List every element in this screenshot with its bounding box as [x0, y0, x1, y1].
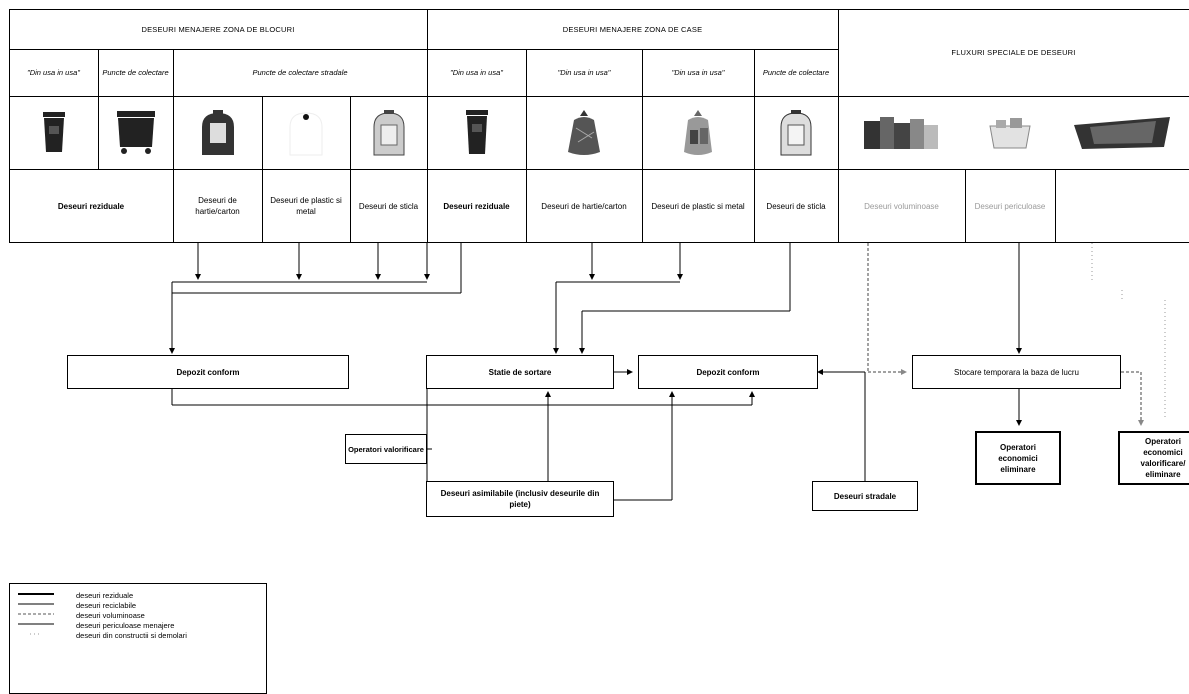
label-residual-houses: Deseuri reziduale — [443, 201, 510, 211]
elimination-operator-box: Operatori economici eliminare — [975, 431, 1061, 485]
wheelie-bin-icon — [427, 96, 526, 169]
valorification-elimination-operator-box: Operatori economici valorificare/ elimin… — [1118, 431, 1189, 485]
bag-icon — [526, 96, 642, 169]
legend-label: deseuri reziduale — [76, 590, 134, 600]
legend-item: deseuri voluminoase — [20, 610, 145, 620]
igloo-bin-icon — [173, 96, 262, 169]
bulky-waste-icon — [838, 96, 965, 169]
legend-item: deseuri periculoase menajere — [20, 620, 174, 630]
igloo-bin-icon — [350, 96, 427, 169]
label-plastic-metal-houses: Deseuri de plastic si metal — [651, 201, 745, 211]
label-plastic-metal-blocks: Deseuri de plastic si metal — [270, 196, 342, 216]
sorting-station-box: Statie de sortare — [426, 355, 614, 389]
group-header-blocks: DESEURI MENAJERE ZONA DE BLOCURI — [141, 24, 295, 34]
wheelie-bin-icon — [9, 96, 98, 169]
landfill-left-box: Depozit conform — [67, 355, 349, 389]
subheader-collection-points-blocks: Puncte de colectare — [102, 68, 169, 77]
label-glass-houses: Deseuri de sticla — [766, 201, 826, 211]
subheader-door-to-door-blocks: "Din usa in usa" — [27, 68, 80, 77]
legend-label: deseuri periculoase menajere — [76, 620, 175, 630]
legend: deseuri reziduale deseuri reciclabile de… — [9, 583, 267, 694]
legend-label: deseuri reciclabile — [76, 600, 137, 610]
subheader-door-to-door-houses-1: "Din usa in usa" — [450, 68, 503, 77]
legend-label: deseuri din constructii si demolari — [76, 630, 187, 640]
temporary-storage-box: Stocare temporara la baza de lucru — [912, 355, 1121, 389]
assimilable-waste-box: Deseuri asimilabile (inclusiv deseurile … — [426, 481, 614, 517]
skip-container-icon — [1055, 96, 1189, 169]
label-paper-houses: Deseuri de hartie/carton — [541, 201, 627, 211]
label-hazardous-waste: Deseuri periculoase — [974, 201, 1046, 211]
label-bulky-waste: Deseuri voluminoase — [864, 201, 939, 211]
container-bin-icon — [98, 96, 173, 169]
hazardous-waste-icon — [965, 96, 1055, 169]
legend-label: deseuri voluminoase — [76, 610, 145, 620]
legend-item: deseuri reciclabile — [20, 600, 136, 610]
legend-item: deseuri reziduale — [20, 590, 133, 600]
valorification-operator-box: Operatori valorificare — [345, 434, 427, 464]
landfill-right-box: Depozit conform — [638, 355, 818, 389]
legend-item: deseuri din constructii si demolari — [20, 630, 187, 640]
group-header-special: FLUXURI SPECIALE DE DESEURI — [951, 48, 1076, 57]
label-residual-blocks: Deseuri reziduale — [57, 201, 125, 211]
label-glass-blocks: Deseuri de sticla — [358, 201, 419, 211]
bag-icon — [642, 96, 754, 169]
igloo-bin-icon — [754, 96, 838, 169]
group-header-houses: DESEURI MENAJERE ZONA DE CASE — [562, 24, 703, 34]
igloo-bin-icon — [262, 96, 350, 169]
subheader-street-collection-points: Puncte de colectare stradale — [252, 68, 348, 77]
subheader-collection-points-houses: Puncte de colectare — [762, 68, 830, 77]
subheader-door-to-door-houses-3: "Din usa in usa" — [671, 68, 725, 77]
subheader-door-to-door-houses-2: "Din usa in usa" — [557, 68, 611, 77]
label-paper-blocks: Deseuri de hartie/carton — [195, 196, 240, 216]
street-waste-box: Deseuri stradale — [812, 481, 918, 511]
